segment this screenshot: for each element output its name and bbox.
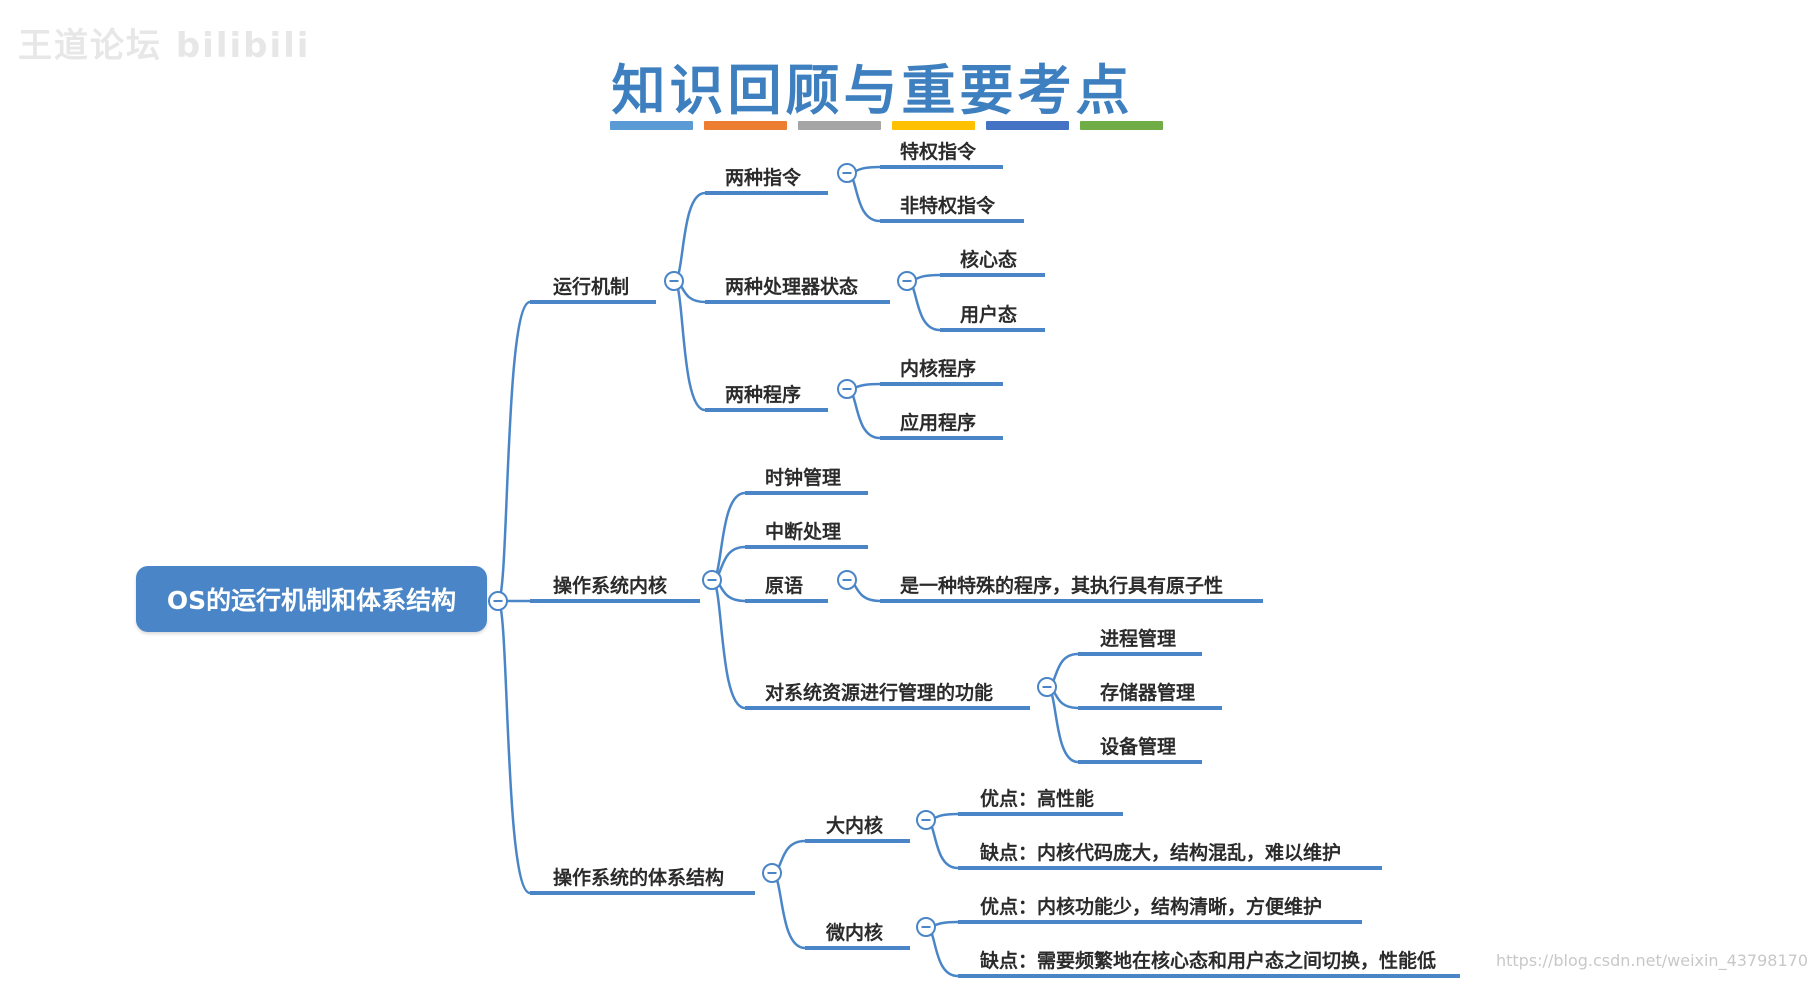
title-color-bar xyxy=(798,121,881,130)
node-kernel-mode[interactable]: 核心态 xyxy=(960,249,1018,271)
connector-l1 xyxy=(672,279,706,412)
node-process-management[interactable]: 进程管理 xyxy=(1100,628,1177,650)
connector-l1 xyxy=(710,578,746,710)
title-color-bar xyxy=(704,121,787,130)
title-color-bar xyxy=(986,121,1069,130)
node-microkernel[interactable]: 微内核 xyxy=(826,922,884,944)
node-user-mode[interactable]: 用户态 xyxy=(960,304,1018,326)
node-mono-con[interactable]: 缺点：内核代码庞大，结构混乱，难以维护 xyxy=(980,842,1342,864)
connector-root xyxy=(496,300,531,603)
connector-l1 xyxy=(771,871,806,950)
node-clock-management[interactable]: 时钟管理 xyxy=(765,467,842,489)
node-resource-management[interactable]: 对系统资源进行管理的功能 xyxy=(765,682,994,704)
connector-l2 xyxy=(1046,685,1079,764)
node-os-kernel[interactable]: 操作系统内核 xyxy=(553,575,668,597)
node-interrupt-handling[interactable]: 中断处理 xyxy=(765,521,842,543)
node-mono-pro[interactable]: 优点：高性能 xyxy=(980,788,1095,810)
node-os-architecture[interactable]: 操作系统的体系结构 xyxy=(553,867,725,889)
watermark-logo: 王道论坛 bilibili xyxy=(18,26,311,66)
connector-l1 xyxy=(711,491,746,582)
mindmap-root-node[interactable]: OS的运行机制和体系结构 xyxy=(136,566,487,632)
watermark-url: https://blog.csdn.net/weixin_43798170 xyxy=(1495,951,1808,970)
node-run-mechanism[interactable]: 运行机制 xyxy=(553,276,630,298)
node-device-management[interactable]: 设备管理 xyxy=(1100,736,1177,758)
connector-l1 xyxy=(673,191,706,283)
node-memory-management[interactable]: 存储器管理 xyxy=(1100,682,1196,704)
node-primitive-desc[interactable]: 是一种特殊的程序，其执行具有原子性 xyxy=(900,575,1224,597)
node-micro-pro[interactable]: 优点：内核功能少，结构清晰，方便维护 xyxy=(980,896,1323,918)
node-monolithic-kernel[interactable]: 大内核 xyxy=(826,815,884,837)
node-application-program[interactable]: 应用程序 xyxy=(900,412,977,434)
node-two-cpu-states[interactable]: 两种处理器状态 xyxy=(725,276,859,298)
title-color-bar xyxy=(610,121,693,130)
node-primitive[interactable]: 原语 xyxy=(765,575,804,597)
connector-root xyxy=(496,599,531,895)
title-color-bar xyxy=(892,121,975,130)
node-non-privileged-instruction[interactable]: 非特权指令 xyxy=(900,195,996,217)
node-two-programs[interactable]: 两种程序 xyxy=(725,384,802,406)
node-kernel-program[interactable]: 内核程序 xyxy=(900,358,977,380)
title-color-bar xyxy=(1080,121,1163,130)
page-title: 知识回顾与重要考点 xyxy=(611,59,1134,122)
node-micro-con[interactable]: 缺点：需要频繁地在核心态和用户态之间切换，性能低 xyxy=(980,950,1437,972)
node-two-instructions[interactable]: 两种指令 xyxy=(725,167,802,189)
node-privileged-instruction[interactable]: 特权指令 xyxy=(900,141,977,163)
